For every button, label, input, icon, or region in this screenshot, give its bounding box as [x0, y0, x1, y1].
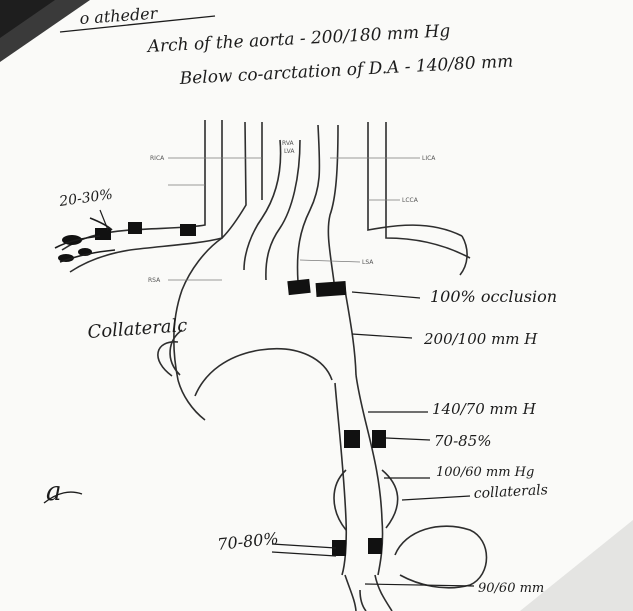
label-descending-pressure: 140/70 mm H [432, 400, 537, 418]
label-lower-pressure: 100/60 mm Hg [436, 465, 534, 480]
pointer-iliac [272, 544, 336, 556]
header-line-2: Arch of the aorta - 200/180 mm Hg [145, 21, 451, 57]
header-line-1: o atheder [79, 4, 159, 28]
stenosis-marks [58, 222, 386, 556]
header-line-3: Below co-arctation of D.A - 140/80 mm [178, 52, 514, 90]
arrow-top-left [100, 210, 108, 230]
pointer-iliac-pressure [365, 584, 474, 586]
pointer-descending-pct [386, 438, 430, 440]
label-lower-collaterals: collaterals [473, 482, 548, 502]
label-lva: LVA [284, 148, 295, 155]
label-rica: RICA [150, 155, 165, 162]
label-rsa: RSA [148, 277, 161, 284]
pointer-arch [352, 334, 412, 338]
label-occlusion: 100% occlusion [430, 287, 557, 306]
label-descending-pct: 70-85% [434, 432, 492, 450]
label-lsa: LSA [362, 259, 374, 266]
label-iliac-pressure: 90/60 mm [478, 581, 544, 596]
label-rva: RVA [282, 140, 295, 147]
label-iliac-pct: 70-80% [216, 529, 279, 554]
label-lica: LICA [422, 155, 436, 162]
pointer-occlusion [352, 292, 420, 298]
label-top-left-pct: 20-30% [57, 187, 113, 210]
label-lcca: LCCA [402, 197, 419, 204]
label-arch-pressure: 200/100 mm H [423, 330, 538, 348]
scan-shade [520, 520, 633, 611]
signature: a [46, 477, 62, 507]
pointer-lower-collaterals [402, 496, 470, 500]
